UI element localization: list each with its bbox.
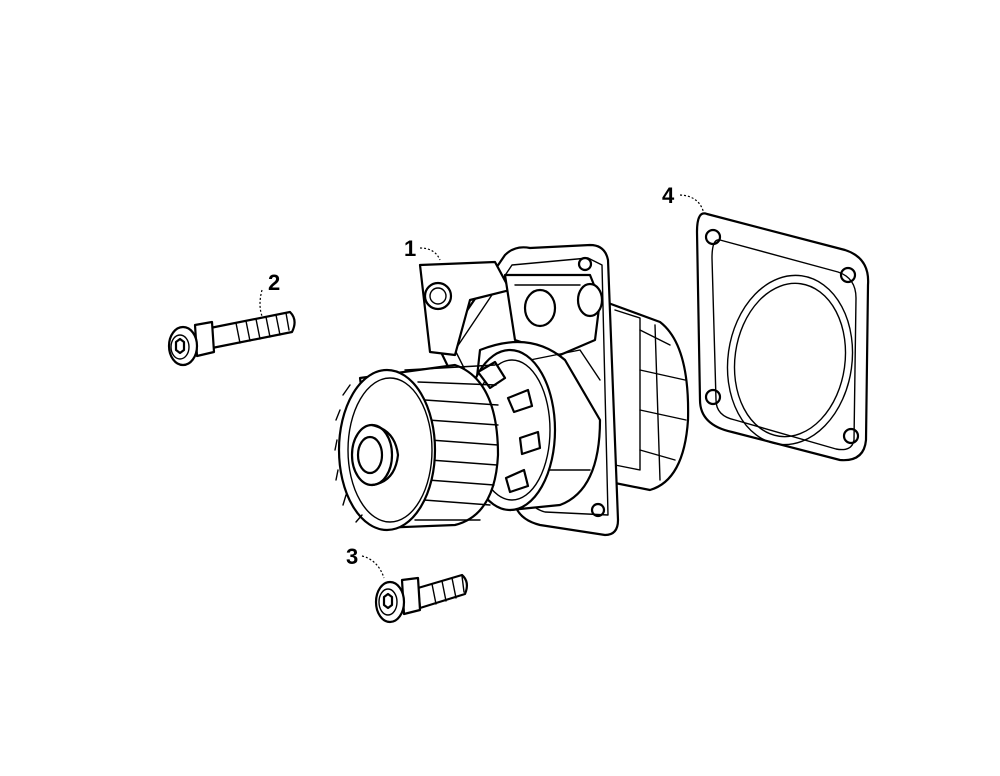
water-pump-part: [334, 243, 690, 537]
leader-line-1: [419, 247, 441, 261]
leader-line-3: [361, 555, 385, 579]
leader-line-2: [259, 289, 263, 317]
callout-3: 3: [346, 544, 358, 569]
callout-2: 2: [268, 270, 280, 295]
callout-1: 1: [404, 236, 416, 261]
short-bolt-part: [374, 573, 469, 624]
leader-line-4: [679, 194, 705, 215]
long-bolt-part: [167, 310, 296, 367]
callout-4: 4: [662, 183, 675, 208]
gasket-part: [695, 212, 870, 462]
